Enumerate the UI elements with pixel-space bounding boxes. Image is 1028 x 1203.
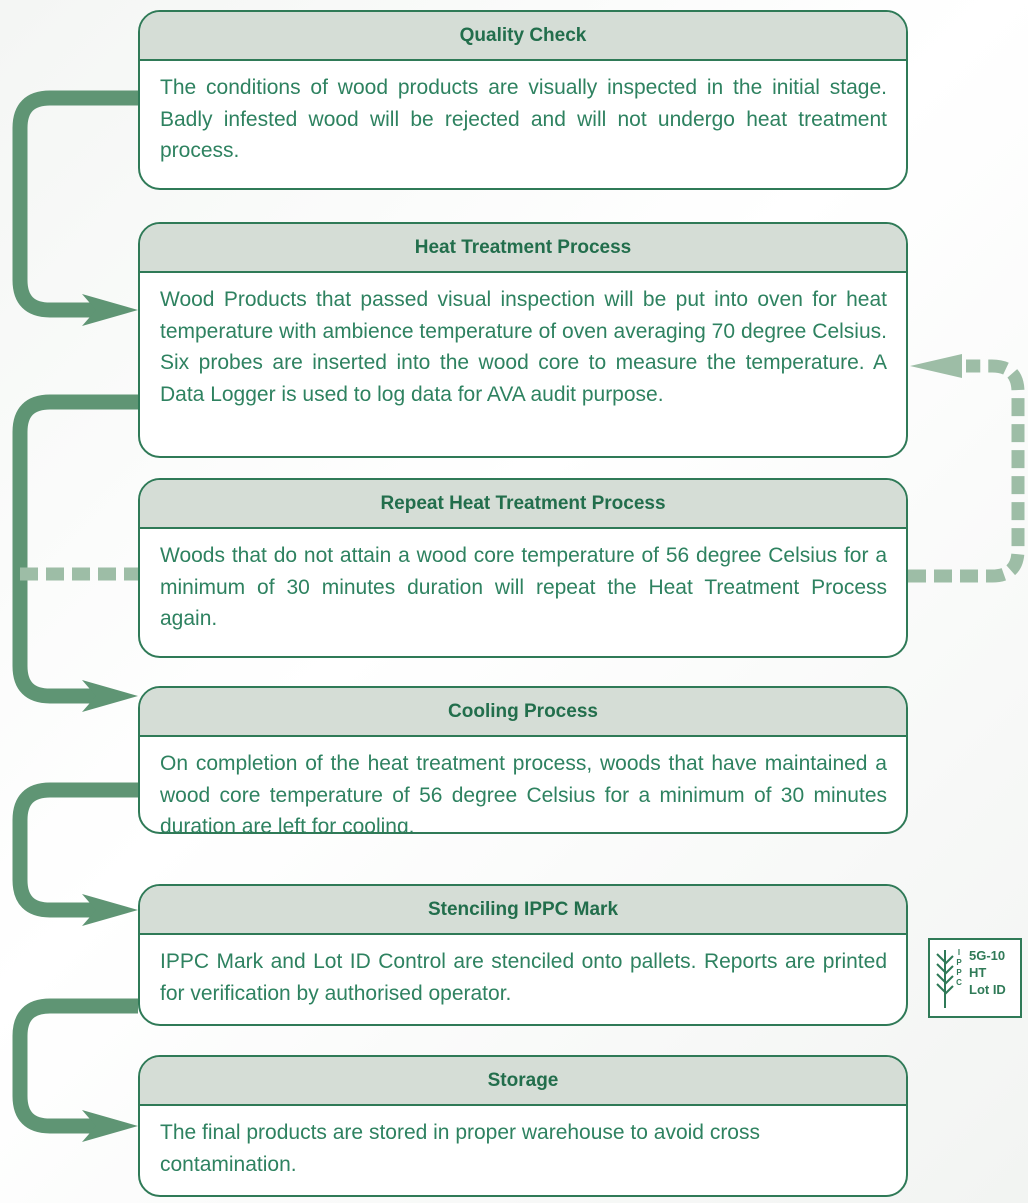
connector-cooling-to-stenciling [12,782,138,918]
connector-repeat-loop-dashed [908,359,1025,583]
ippc-country-code: 5G-10 [969,948,1006,963]
step-description: Wood Products that passed visual inspect… [160,288,887,406]
ippc-lot-id: Lot ID [969,982,1006,997]
step-box-heat-treatment: Heat Treatment Process Wood Products tha… [138,222,908,458]
ippc-treatment-code: HT [969,965,987,980]
ippc-letter: P [956,958,962,967]
step-box-quality-check: Quality Check The conditions of wood pro… [138,10,908,190]
arrowhead-heat-treatment [82,294,138,326]
step-title: Heat Treatment Process [140,224,906,273]
arrowhead-repeat-loop [910,354,962,378]
ippc-mark-text: 5G-10 HT Lot ID [969,947,1006,998]
arrowhead-storage [82,1110,138,1142]
step-title: Stenciling IPPC Mark [140,886,906,935]
step-description: The final products are stored in proper … [160,1121,760,1176]
ippc-letter: P [956,968,962,977]
step-title: Quality Check [140,12,906,61]
connector-heat-to-cooling [12,394,138,704]
ippc-mark-stamp: I P P C 5G-10 HT Lot ID [928,938,1022,1018]
ippc-letter: I [957,948,961,957]
step-title: Storage [140,1057,906,1106]
step-description: The conditions of wood products are visu… [160,76,887,162]
step-box-stenciling-ippc: Stenciling IPPC Mark IPPC Mark and Lot I… [138,884,908,1026]
connector-quality-to-heat [12,90,138,318]
step-description: Woods that do not attain a wood core tem… [160,544,887,630]
arrowhead-cooling [82,680,138,712]
connector-stenciling-to-storage [12,998,138,1134]
step-description: On completion of the heat treatment proc… [160,752,887,834]
step-box-storage: Storage The final products are stored in… [138,1055,908,1197]
ippc-letters: I P P C [955,948,963,988]
step-title: Repeat Heat Treatment Process [140,480,906,529]
step-box-cooling: Cooling Process On completion of the hea… [138,686,908,834]
step-description: IPPC Mark and Lot ID Control are stencil… [160,950,887,1005]
step-title: Cooling Process [140,688,906,737]
arrowhead-stenciling [82,894,138,926]
wheat-icon [936,950,954,1008]
ippc-letter: C [956,978,962,987]
step-box-repeat-heat-treatment: Repeat Heat Treatment Process Woods that… [138,478,908,658]
